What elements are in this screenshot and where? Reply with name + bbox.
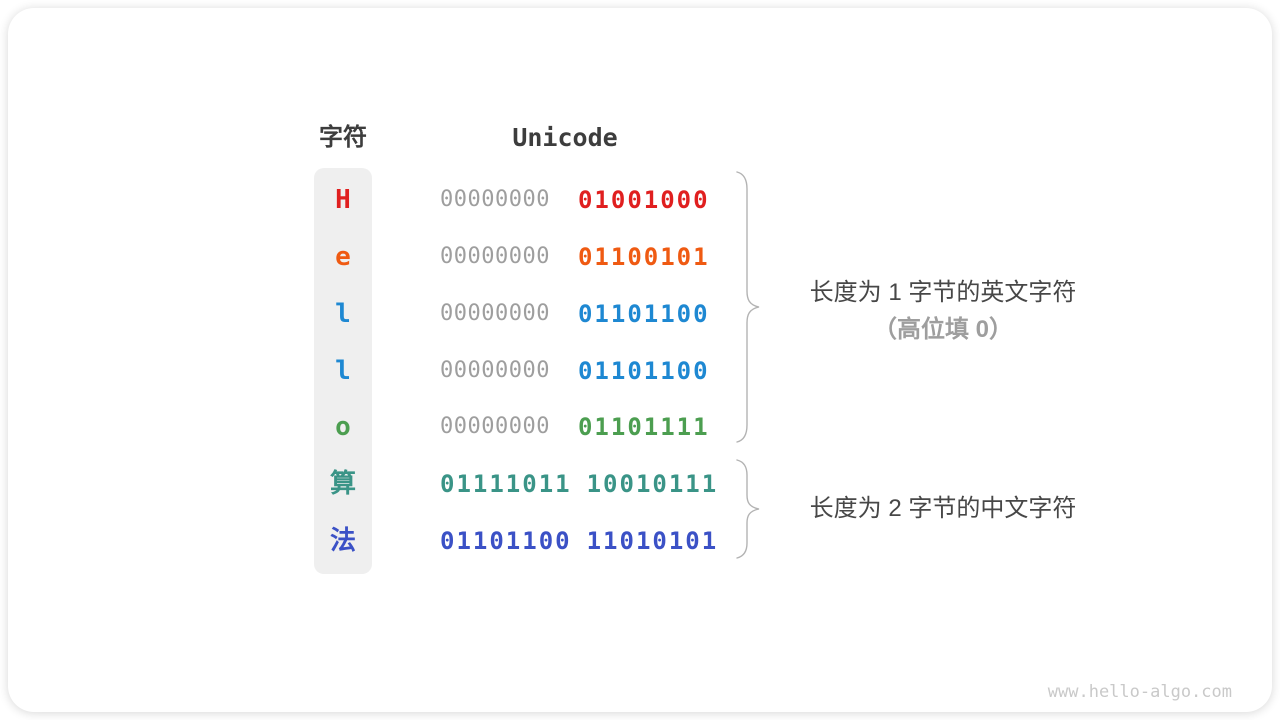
byte-low: 01001000 <box>577 186 710 214</box>
byte-high: 00000000 <box>440 244 550 269</box>
table-row: 法 01101100 11010101 <box>8 524 1272 558</box>
character-cell: l <box>335 356 351 386</box>
annotation-line: 长度为 1 字节的英文字符 <box>809 279 1077 306</box>
column-header-unicode: Unicode <box>512 123 618 152</box>
figure-card: 字符 Unicode H 00000000 01001000 e 0000000… <box>8 8 1272 712</box>
table-row: 算 01111011 10010111 <box>8 467 1272 501</box>
byte-high: 01101100 <box>440 527 572 555</box>
character-column-background <box>314 168 372 574</box>
byte-low: 01101100 <box>577 300 710 328</box>
watermark: www.hello-algo.com <box>1047 682 1232 702</box>
byte-low: 10010111 <box>586 470 719 498</box>
character-cell: 算 <box>329 469 356 499</box>
binary-cell: 00000000 01101100 <box>440 297 710 331</box>
binary-cell: 00000000 01101100 <box>440 354 710 388</box>
binary-cell: 01101100 11010101 <box>440 524 718 558</box>
table-row: e 00000000 01100101 <box>8 240 1272 274</box>
character-cell: l <box>335 299 351 329</box>
binary-cell: 00000000 01101111 <box>440 410 710 444</box>
column-header-char: 字符 <box>319 124 367 151</box>
byte-low: 11010101 <box>586 527 719 555</box>
annotation-english-chars: 长度为 1 字节的英文字符 （高位填 0） <box>771 274 1115 348</box>
byte-high: 00000000 <box>440 187 550 212</box>
binary-cell: 00000000 01001000 <box>440 183 710 217</box>
byte-high: 00000000 <box>440 414 550 439</box>
binary-cell: 01111011 10010111 <box>440 467 718 501</box>
character-cell: e <box>335 242 351 272</box>
curly-brace-icon <box>736 459 760 559</box>
table-header: 字符 Unicode <box>8 121 1272 155</box>
byte-high: 00000000 <box>440 301 550 326</box>
annotation-subline: （高位填 0） <box>872 316 1013 343</box>
byte-low: 01100101 <box>577 243 710 271</box>
byte-high: 01111011 <box>440 470 572 498</box>
byte-high: 00000000 <box>440 358 550 383</box>
table-row: l 00000000 01101100 <box>8 354 1272 388</box>
table-row: o 00000000 01101111 <box>8 410 1272 444</box>
annotation-chinese-chars: 长度为 2 字节的中文字符 <box>771 490 1115 527</box>
binary-cell: 00000000 01100101 <box>440 240 710 274</box>
byte-low: 01101111 <box>577 413 710 441</box>
character-cell: H <box>335 185 351 215</box>
byte-low: 01101100 <box>577 357 710 385</box>
curly-brace-icon <box>736 171 760 443</box>
table-row: l 00000000 01101100 <box>8 297 1272 331</box>
character-cell: 法 <box>329 526 356 556</box>
annotation-line: 长度为 2 字节的中文字符 <box>809 495 1077 522</box>
character-cell: o <box>335 412 351 442</box>
table-row: H 00000000 01001000 <box>8 183 1272 217</box>
